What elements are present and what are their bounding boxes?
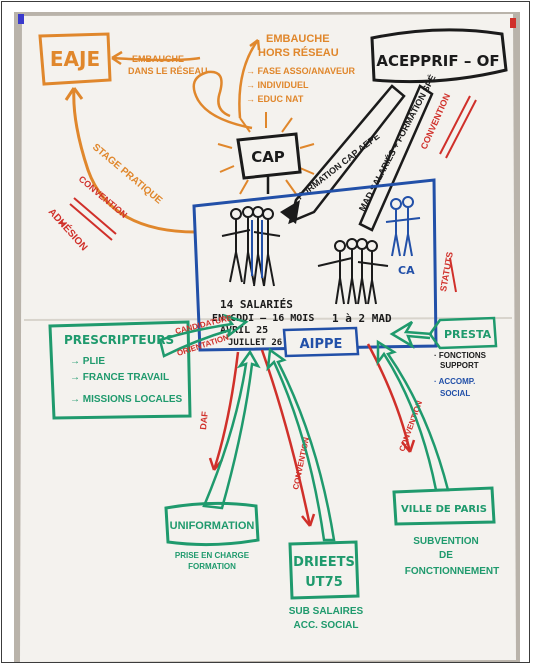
ville-de-paris-node: VILLE DE PARIS SUBVENTION DE FONCTIONNEM… <box>392 486 499 577</box>
adhesion-plus: + <box>58 215 66 231</box>
uniformation-node: UNIFORMATION PRISE EN CHARGE FORMATION <box>164 501 260 571</box>
arrow-stage-to-eaje <box>72 87 197 234</box>
presta-item-1: · FONCTIONS <box>434 351 487 360</box>
ca-label: CA <box>398 264 415 277</box>
daf-label: DAF <box>198 410 210 430</box>
eaje-node: EAJE <box>38 32 112 86</box>
aippe-box <box>282 326 360 358</box>
presta-node: PRESTA · FONCTIONS SUPPORT · ACCOMP. SOC… <box>389 316 498 398</box>
paper-fold <box>23 317 513 321</box>
drieets-sub-1: SUB SALAIRES <box>289 606 364 617</box>
swirl-curve <box>192 70 253 130</box>
drieets-sub-2: ACC. SOCIAL <box>294 620 359 631</box>
uniformation-sub-2: FORMATION <box>188 562 236 571</box>
prescripteurs-item-1: → PLIE <box>70 356 105 367</box>
presta-item-2: · ACCOMP. <box>434 377 475 386</box>
presta-item-2b: SOCIAL <box>440 389 470 398</box>
aippe-node: AIPPE <box>282 326 360 358</box>
prescripteurs-item-3: → MISSIONS LOCALES <box>70 394 183 405</box>
arrow-prescripteurs-to-aippe <box>158 313 249 358</box>
prescripteurs-item-2: → FRANCE TRAVAIL <box>70 372 169 383</box>
aippe-label: AIPPE <box>300 337 343 352</box>
uniformation-box <box>164 501 260 547</box>
arrowhead-drieets <box>301 513 316 527</box>
aippe-structure-box <box>192 178 438 352</box>
acepprif-node: ACEPPRIF – OF <box>370 28 508 84</box>
ville-sub-1: SUBVENTION <box>413 536 479 547</box>
arrowhead-stage <box>64 87 84 101</box>
cap-label: CAP <box>251 148 285 166</box>
drieets-node: DRIEETS UT75 SUB SALAIRES ACC. SOCIAL <box>288 540 364 631</box>
eaje-label: EAJE <box>50 47 100 71</box>
arrow-reseau-to-eaje <box>111 56 201 62</box>
arrow-daf <box>212 351 240 471</box>
salaries-line1: 14 SALARIÉS <box>220 298 293 311</box>
arrowhead-eaje <box>111 50 123 66</box>
ville-sub-2: DE <box>439 550 453 561</box>
uniformation-sub-1: PRISE EN CHARGE <box>175 551 250 560</box>
arrow-convention-drieets <box>260 349 312 527</box>
acepprif-label: ACEPPRIF – OF <box>376 52 499 70</box>
arrow-uniformation-to-aippe <box>202 349 261 510</box>
ville-sub-3: FONCTIONNEMENT <box>405 566 499 577</box>
arrowhead-formation <box>280 200 300 224</box>
convention-left-underline <box>69 197 117 241</box>
cap-sun-rays <box>217 112 315 195</box>
salaries-figures-blue <box>251 220 263 278</box>
salaries-figures <box>221 206 281 287</box>
prescripteurs-title: PRESCRIPTEURS <box>64 333 174 347</box>
hors-item-1: → FASE ASSO/ANAVEUR <box>246 66 356 76</box>
prescripteurs-node: PRESCRIPTEURS → PLIE → FRANCE TRAVAIL → … <box>48 320 192 420</box>
arrowhead-ville <box>401 439 416 453</box>
arrow-mad-salaries <box>358 84 434 232</box>
cap-node: CAP <box>236 132 302 194</box>
statuts-arrow <box>449 257 457 293</box>
prescripteurs-box <box>48 320 192 420</box>
magnet-top-left <box>18 14 24 24</box>
embauche-reseau-line2: DANS LE RÉSEAU <box>128 66 208 76</box>
presta-label: PRESTA <box>444 328 492 341</box>
embauche-hors-line2: HORS RÉSEAU <box>258 46 339 59</box>
hors-item-2: → INDIVIDUEL <box>246 80 309 90</box>
convention-right-underline <box>439 95 477 159</box>
mad-figures <box>317 238 389 305</box>
drieets-label-1: DRIEETS <box>293 555 355 570</box>
paper-sheet <box>20 14 516 662</box>
acepprif-box <box>370 28 508 84</box>
arrow-drieets-to-aippe <box>266 347 336 542</box>
ca-figures <box>385 196 421 257</box>
embauche-hors-line1: EMBAUCHE <box>266 33 330 45</box>
salaries-line4: JUILLET 26 <box>228 338 282 348</box>
arrowhead-hors <box>249 39 261 51</box>
drieets-box <box>288 540 360 600</box>
salaries-line2: EN CDDI – 16 MOIS <box>212 313 314 324</box>
magnet-top-right <box>510 18 516 28</box>
arrow-cap-to-hors <box>238 39 260 119</box>
arrow-presta-to-aippe <box>389 320 433 349</box>
arrow-convention-ville <box>366 343 412 453</box>
ville-box <box>392 486 496 526</box>
arrow-formation-cap <box>288 84 406 225</box>
presta-item-1b: SUPPORT <box>440 361 479 370</box>
drieets-label-2: UT75 <box>305 575 343 590</box>
eaje-box <box>38 32 112 86</box>
ville-label: VILLE DE PARIS <box>401 504 487 515</box>
mad-label: 1 à 2 MAD <box>332 312 392 325</box>
uniformation-label: UNIFORMATION <box>170 520 255 532</box>
cap-box <box>236 132 302 180</box>
arrow-ville-to-aippe <box>376 339 450 492</box>
hors-item-3: → EDUC NAT <box>246 94 304 104</box>
presta-arrow-box <box>428 316 498 350</box>
salaries-line3: AVRIL 25 <box>220 325 268 336</box>
